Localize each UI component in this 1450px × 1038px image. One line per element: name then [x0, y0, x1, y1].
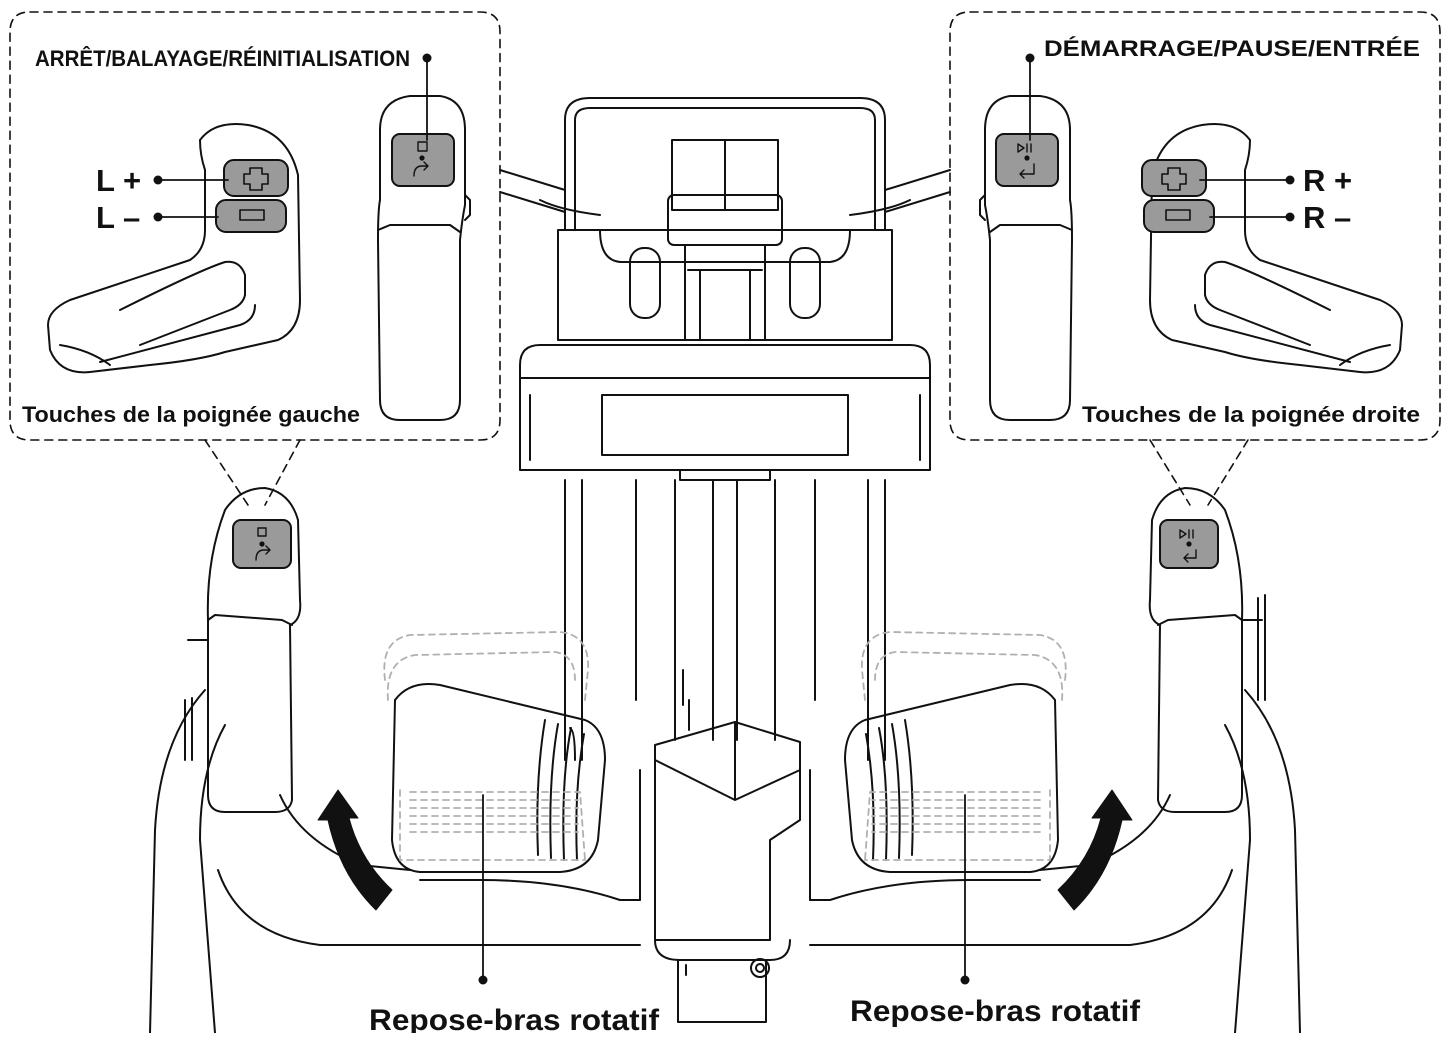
armrest-right: [844, 631, 1067, 873]
right-minus-label: R –: [1303, 200, 1351, 235]
left-grip-keys-caption: Touches de la poignée gauche: [22, 402, 360, 427]
left-callout-frame: [9, 11, 501, 441]
leader-lines: [157, 57, 1291, 981]
right-grip-inner-illustration: [1149, 123, 1403, 374]
right-grip-button-small: [1159, 519, 1219, 569]
console-column: [499, 97, 951, 1023]
armrest-right-caption: Repose-bras rotatif: [850, 995, 1141, 1028]
right-grip-side-illustration: [979, 95, 1073, 421]
left-handgrip: [184, 487, 302, 813]
armrest-left: [383, 631, 606, 873]
handlebar: [149, 689, 1301, 1033]
left-minus-button: [215, 199, 287, 233]
left-minus-label: L –: [96, 200, 140, 235]
right-plus-label: R +: [1303, 163, 1352, 198]
left-grip-side-illustration: [377, 95, 471, 421]
rotate-arrow-left-icon: [317, 789, 393, 911]
start-pause-enter-label: DÉMARRAGE/PAUSE/ENTRÉE: [1044, 36, 1420, 61]
left-zoom-lines: [204, 439, 301, 506]
right-grip-keys-caption: Touches de la poignée droite: [1082, 402, 1420, 427]
right-handgrip: [1148, 487, 1266, 813]
right-plus-button: [1141, 159, 1207, 197]
left-stop-button: [391, 133, 455, 187]
right-zoom-lines: [1149, 439, 1249, 506]
armrest-left-caption: Repose-bras rotatif: [369, 1004, 660, 1033]
leader-dots: [153, 53, 1295, 985]
right-callout-frame: [949, 11, 1441, 441]
left-grip-inner-illustration: [47, 123, 301, 374]
stop-scan-reset-label: ARRÊT/BALAYAGE/RÉINITIALISATION: [35, 46, 410, 71]
right-minus-button: [1143, 199, 1215, 233]
left-grip-button-small: [232, 519, 292, 569]
left-plus-button: [223, 159, 289, 197]
left-plus-label: L +: [96, 163, 141, 198]
right-start-button: [995, 133, 1059, 187]
rotate-arrow-right-icon: [1057, 789, 1133, 911]
